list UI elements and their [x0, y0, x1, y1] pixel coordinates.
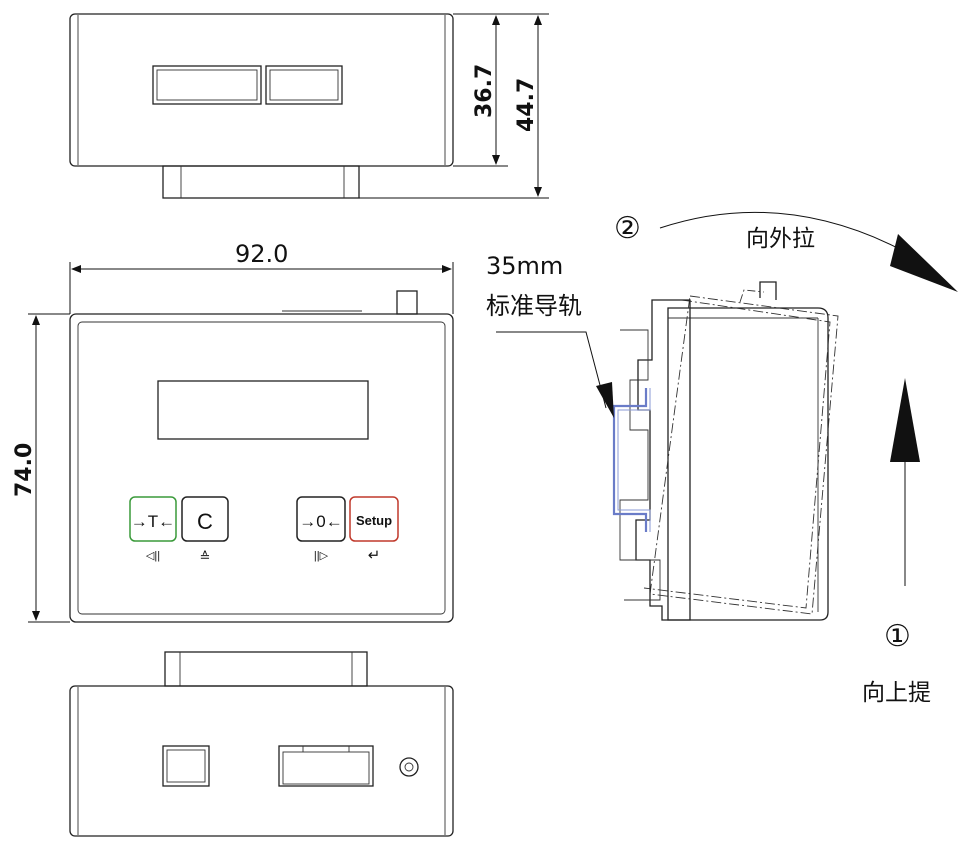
step-2-action: 向外拉: [746, 226, 815, 252]
key-setup-label: Setup: [356, 513, 392, 528]
key-tare-sub: ◁||: [146, 550, 160, 562]
key-clear-sub: ≙: [200, 549, 211, 564]
key-zero[interactable]: →0← ||▷: [296, 496, 346, 562]
dim-outer-height-label: 44.7: [514, 78, 539, 132]
rail-size-label: 35mm: [486, 252, 563, 280]
key-tare[interactable]: →T← ◁||: [129, 496, 177, 562]
lift-up-arrow: [890, 378, 920, 586]
dimension-74-0: 74.0: [12, 313, 70, 623]
bottom-view: [69, 651, 454, 837]
pull-out-arrow: [659, 211, 958, 292]
key-zero-label: →0←: [299, 512, 342, 531]
key-clear[interactable]: C ≙: [181, 496, 229, 564]
dim-width-label: 92.0: [235, 240, 288, 268]
rail-leader: [496, 331, 614, 418]
key-zero-sub: ||▷: [314, 550, 329, 562]
key-setup-sub: ↵: [368, 547, 381, 564]
key-clear-label: C: [197, 509, 213, 534]
dim-inner-height-label: 36.7: [472, 64, 497, 118]
dim-height-label: 74.0: [12, 443, 37, 497]
side-view: [612, 281, 839, 621]
top-view: [69, 13, 454, 199]
dimension-44-7: 44.7: [359, 13, 549, 199]
dimension-36-7: 36.7: [453, 13, 508, 167]
key-tare-label: →T←: [131, 512, 175, 531]
dimension-92-0: 92.0: [69, 240, 454, 314]
step-1-action: 向上提: [862, 680, 931, 706]
front-view: [69, 290, 454, 623]
step-1-number: ①: [884, 619, 911, 654]
rail-name-label: 标准导轨: [486, 292, 582, 320]
step-2-number: ②: [614, 211, 641, 246]
key-setup[interactable]: Setup ↵: [349, 496, 399, 564]
